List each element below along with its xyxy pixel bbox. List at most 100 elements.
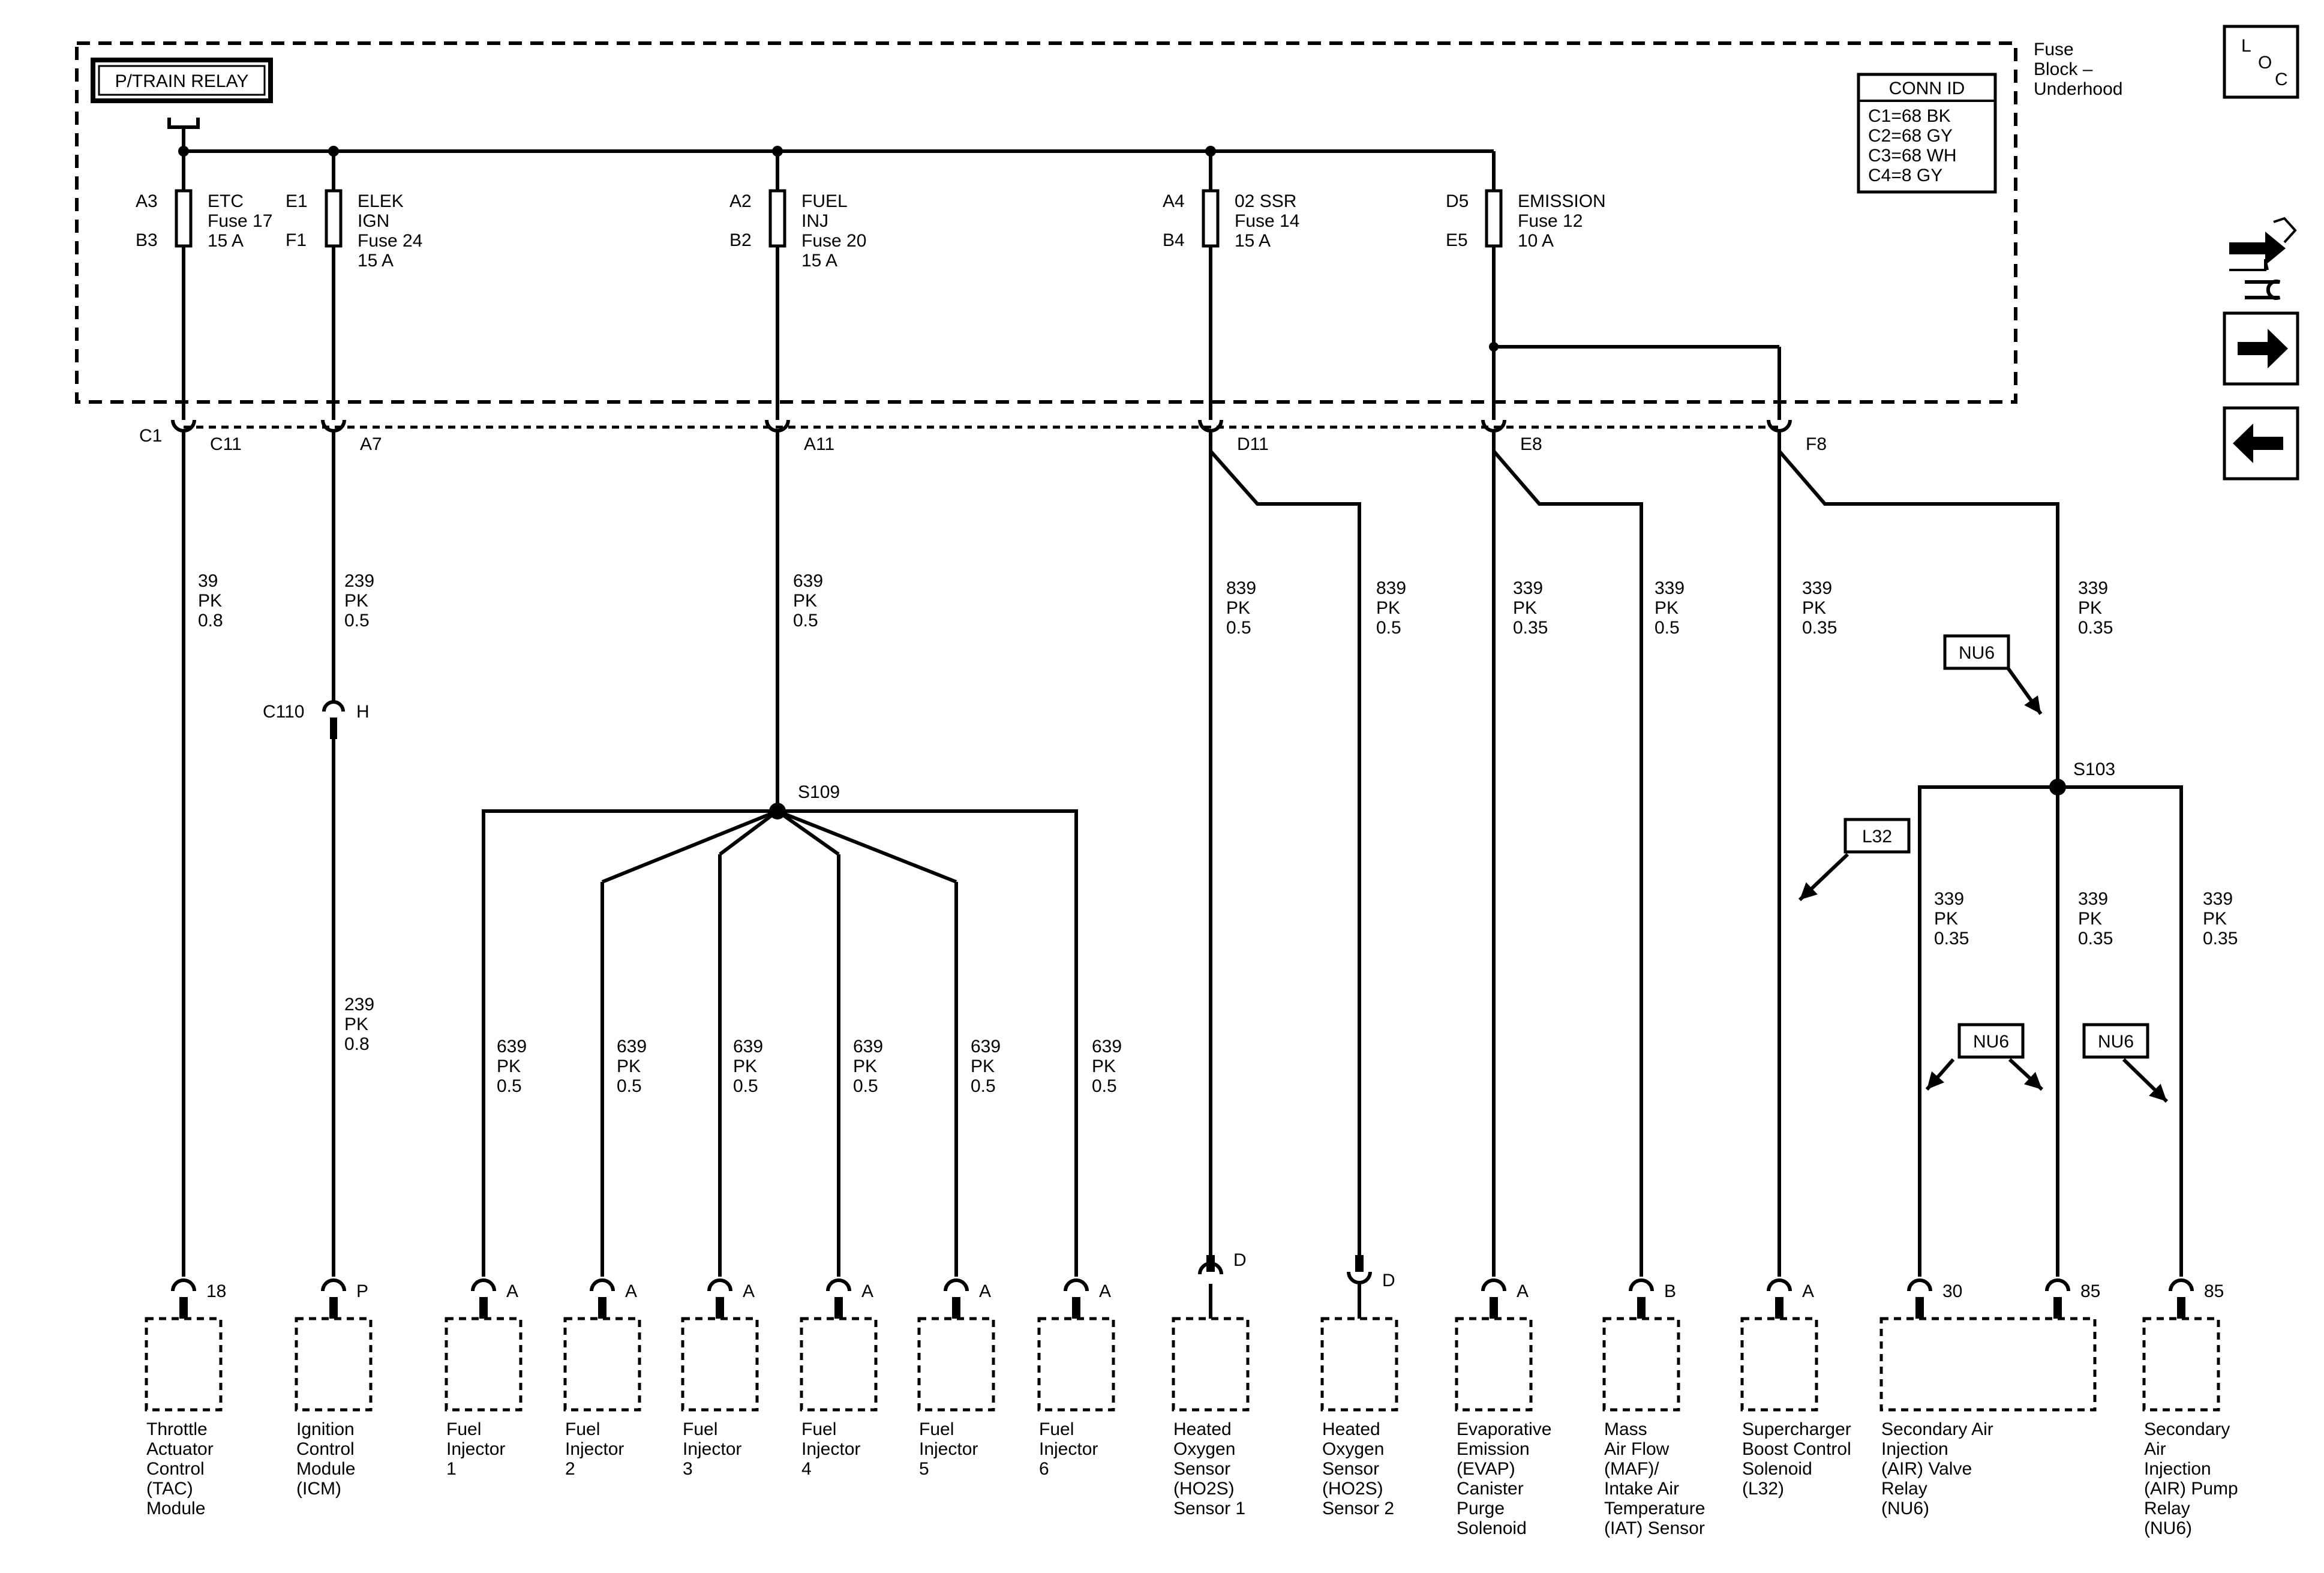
fuse-in-pin: A4: [1163, 191, 1185, 211]
fuse-name-line: 15 A: [358, 251, 394, 271]
next-page-icon[interactable]: [2223, 311, 2299, 386]
splice-s109-dot: [769, 803, 786, 819]
relay-label: P/TRAIN RELAY: [115, 71, 249, 91]
component-name-line: Secondary: [2144, 1419, 2230, 1439]
component-name-line: Injector: [801, 1439, 860, 1459]
component-name-line: Fuel: [1039, 1419, 1074, 1439]
option-tag-label: NU6: [1959, 643, 1995, 663]
component-pin-label: A: [1099, 1281, 1111, 1301]
wire-label-line: 0.35: [1513, 618, 1548, 638]
wire-label-line: 239: [344, 571, 374, 591]
wire-label-line: PK: [733, 1056, 757, 1076]
option-tag-label: NU6: [2098, 1032, 2134, 1052]
component-name-line: Injection: [2144, 1459, 2211, 1479]
component-pin-label: A: [743, 1281, 755, 1301]
loc-button[interactable]: [2223, 25, 2299, 99]
wire-label-line: PK: [344, 1014, 368, 1034]
wire-label-line: 639: [853, 1037, 883, 1056]
component-pin-label: A: [979, 1281, 991, 1301]
wire-label-line: 339: [2078, 889, 2108, 909]
component-name-line: Canister: [1457, 1479, 1524, 1499]
wire-label-line: 639: [1092, 1037, 1122, 1056]
wire-label-line: PK: [1092, 1056, 1116, 1076]
wire-label-line: 639: [497, 1037, 527, 1056]
fuse-in-pin: E1: [286, 191, 308, 211]
component-name-line: Actuator: [146, 1439, 214, 1459]
wire-label-line: 0.5: [1376, 618, 1401, 638]
previous-page-icon[interactable]: [2223, 406, 2299, 481]
component-name-line: Solenoid: [1742, 1459, 1812, 1479]
conn-id-title: CONN ID: [1889, 79, 1965, 98]
wire-label-line: PK: [1802, 598, 1826, 618]
wire-label-line: 639: [617, 1037, 647, 1056]
fuse-out-pin: E5: [1446, 230, 1468, 250]
fuse-in-pin: A3: [136, 191, 158, 211]
wire-label-line: 0.5: [853, 1076, 878, 1096]
component-name-line: Solenoid: [1457, 1518, 1527, 1538]
block-connector-cups: [171, 419, 1792, 433]
component-name-line: Control: [146, 1459, 205, 1479]
wire-label-line: 339: [1934, 889, 1964, 909]
component-pin-label: A: [506, 1281, 518, 1301]
connector-cup: [1198, 419, 1223, 433]
wire-label-line: 0.5: [497, 1076, 522, 1096]
component-pin-label: A: [861, 1281, 873, 1301]
component-name-line: Fuel: [801, 1419, 836, 1439]
component-name-line: Heated: [1173, 1419, 1232, 1439]
wire-label-line: 339: [1802, 578, 1832, 598]
wire-label-line: PK: [1655, 598, 1679, 618]
option-tag: NU6: [1943, 634, 2043, 715]
component-pin-label: A: [1517, 1281, 1529, 1301]
component-name-line: Injection: [1881, 1439, 1948, 1459]
component-name-line: Sensor: [1322, 1459, 1379, 1479]
fuse-icon: [1202, 189, 1220, 248]
wire-label-line: 0.8: [344, 1034, 370, 1054]
component-name-line: (EVAP): [1457, 1459, 1515, 1479]
component-name-line: Evaporative: [1457, 1419, 1551, 1439]
component-name-line: (IAT) Sensor: [1604, 1518, 1705, 1538]
wire-label-line: 0.5: [733, 1076, 758, 1096]
wire-label-line: 239: [344, 995, 374, 1014]
component-name-line: Heated: [1322, 1419, 1380, 1439]
block-pin-label: D11: [1237, 434, 1269, 454]
fuse-in-pin: A2: [729, 191, 752, 211]
fuse-name-line: ETC: [208, 191, 244, 211]
option-tag: L32: [1798, 818, 1911, 902]
component-name-line: (ICM): [296, 1479, 341, 1499]
fuse-block-label-2: Block –: [2034, 59, 2093, 79]
connector-view-icon[interactable]: [2229, 217, 2297, 300]
wire-label-line: PK: [344, 591, 368, 611]
component-name-line: Intake Air: [1604, 1479, 1679, 1499]
component-name-line: (MAF)/: [1604, 1459, 1659, 1479]
component-name-line: 1: [446, 1459, 457, 1479]
component-name-line: Injector: [1039, 1439, 1098, 1459]
component-pin-label: 85: [2080, 1281, 2100, 1301]
component-name-line: Purge: [1457, 1499, 1505, 1518]
block-pin-label: C11: [210, 434, 242, 454]
wire-label-line: 0.35: [1802, 618, 1837, 638]
component-name-line: (L32): [1742, 1479, 1784, 1499]
component-name-line: (HO2S): [1173, 1479, 1235, 1499]
wire-label-line: 339: [2078, 578, 2108, 598]
component-name-line: Supercharger: [1742, 1419, 1851, 1439]
splice-s109-label: S109: [798, 782, 840, 802]
component-name-line: Air Flow: [1604, 1439, 1670, 1459]
fuse-name-line: FUEL: [801, 191, 848, 211]
component-name-line: Injector: [446, 1439, 505, 1459]
splice-s103-label: S103: [2073, 760, 2115, 779]
component-name-line: 2: [565, 1459, 575, 1479]
wire-label-line: PK: [1376, 598, 1400, 618]
fuse-name-line: Fuse 17: [208, 211, 272, 231]
wire-label-line: 0.5: [617, 1076, 642, 1096]
c110-connector-icon: [322, 700, 345, 712]
components: 18ThrottleActuatorControl(TAC)ModulePIgn…: [145, 1250, 2238, 1538]
option-tag: NU6: [2082, 1023, 2169, 1103]
